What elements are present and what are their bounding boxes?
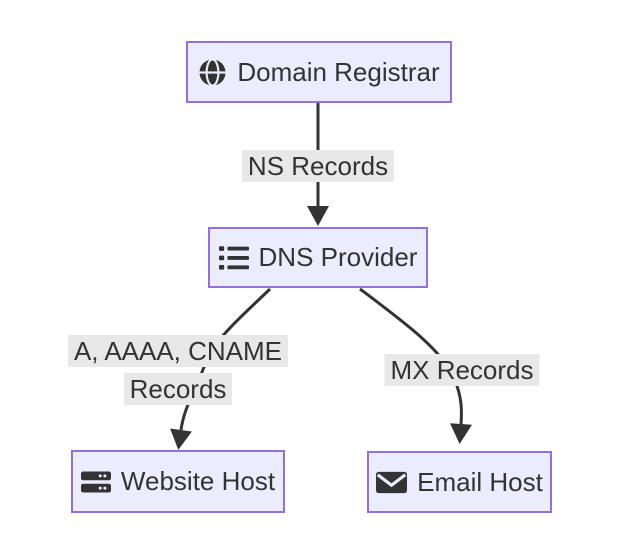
- node-label: Domain Registrar: [237, 56, 440, 87]
- node-website-host: Website Host: [71, 450, 285, 513]
- node-label: Website Host: [120, 466, 276, 496]
- edge-label-ns-records: NS Records: [241, 147, 395, 185]
- edge-label-a-aaaa-cname-records: A, AAAA, CNAME Records: [67, 332, 289, 408]
- node-label: DNS Provider: [258, 242, 418, 272]
- globe-icon: [198, 57, 227, 87]
- edge-label-mx-records: MX Records: [384, 351, 540, 389]
- edge-label-text-line1: A, AAAA, CNAME: [67, 335, 289, 367]
- node-label: Email Host: [417, 466, 543, 497]
- node-email-host: Email Host: [367, 451, 552, 513]
- node-domain-registrar: Domain Registrar: [186, 41, 452, 103]
- server-icon: [80, 467, 111, 497]
- list-icon: [218, 243, 249, 273]
- edge-label-text-line2: Records: [123, 373, 233, 405]
- node-dns-provider: DNS Provider: [208, 227, 428, 288]
- edge-label-text: MX Records: [384, 354, 540, 386]
- envelope-icon: [376, 467, 408, 498]
- edge-label-text: NS Records: [241, 150, 395, 182]
